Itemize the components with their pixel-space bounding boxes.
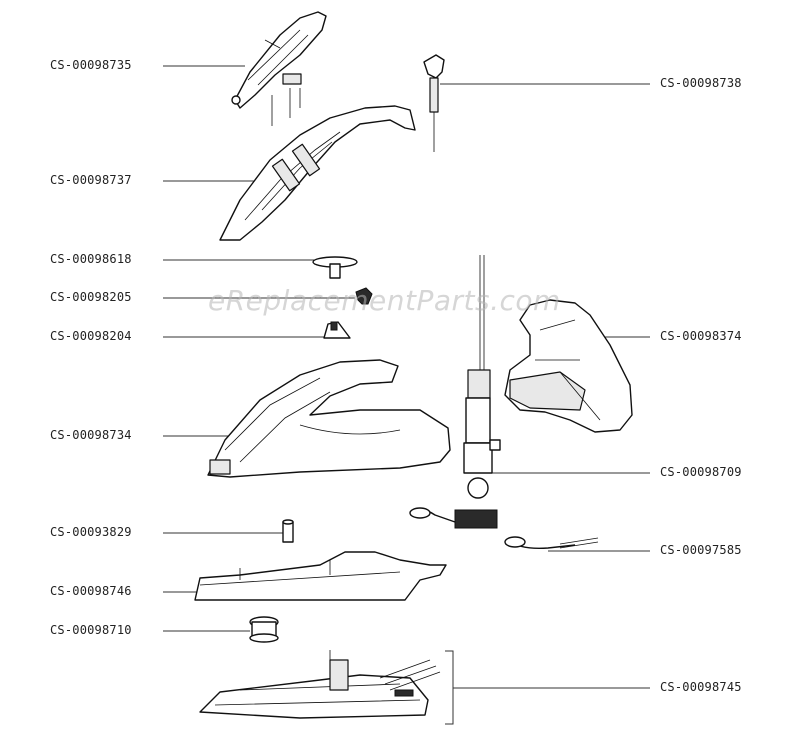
wiring-part [409, 507, 599, 550]
steam-rod-part [463, 255, 501, 499]
part-label-98735[interactable]: CS-00098735 [50, 58, 132, 72]
part-label-97585[interactable]: CS-00097585 [660, 543, 742, 557]
part-label-98205[interactable]: CS-00098205 [50, 290, 132, 304]
leader-lines [163, 65, 650, 725]
part-label-98745[interactable]: CS-00098745 [660, 680, 742, 694]
button-assembly-part [423, 54, 445, 152]
water-tank-part [504, 299, 633, 433]
part-label-98618[interactable]: CS-00098618 [50, 252, 132, 266]
knob-part [312, 256, 358, 279]
spring-part [323, 321, 351, 339]
part-label-98737[interactable]: CS-00098737 [50, 173, 132, 187]
watermark-text: eReplacementParts.com [208, 284, 561, 317]
part-label-93829[interactable]: CS-00093829 [50, 525, 132, 539]
part-label-98746[interactable]: CS-00098746 [50, 584, 132, 598]
part-label-98374[interactable]: CS-00098374 [660, 329, 742, 343]
part-label-98734[interactable]: CS-00098734 [50, 428, 132, 442]
part-label-98738[interactable]: CS-00098738 [660, 76, 742, 90]
handle-part [219, 105, 416, 241]
clip-part [355, 287, 373, 305]
skirt-cover-part [194, 551, 447, 601]
soleplate-part [199, 650, 441, 719]
valve-part [249, 616, 279, 643]
body-housing-part [207, 359, 451, 478]
top-cover-part [231, 11, 327, 126]
part-label-98710[interactable]: CS-00098710 [50, 623, 132, 637]
part-label-98204[interactable]: CS-00098204 [50, 329, 132, 343]
part-label-98709[interactable]: CS-00098709 [660, 465, 742, 479]
cylinder-part [282, 519, 294, 543]
